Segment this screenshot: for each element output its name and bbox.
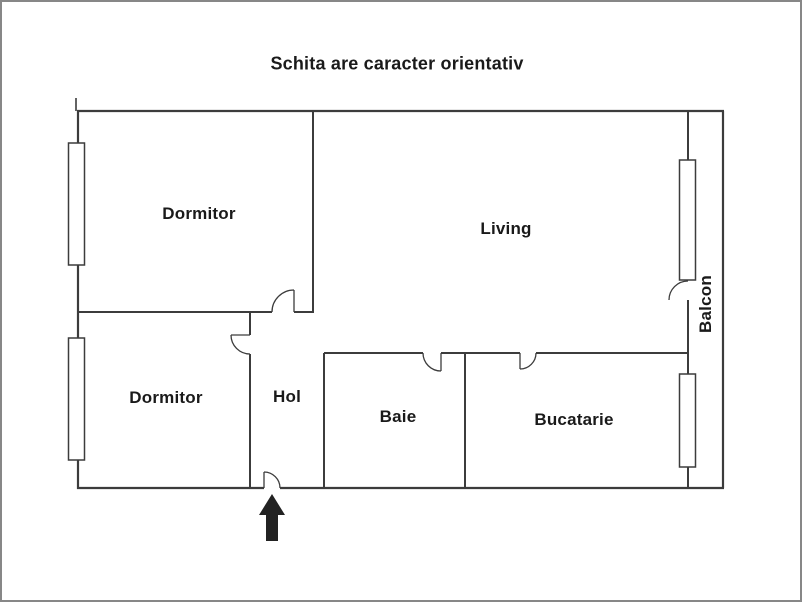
window-bucatarie: [678, 373, 697, 468]
room-label-hol: Hol: [273, 387, 301, 406]
page-title: Schita are caracter orientativ: [270, 53, 524, 74]
room-label-bucatarie: Bucatarie: [534, 410, 614, 429]
room-label-dormitor-bottom: Dormitor: [129, 388, 203, 407]
door-symbols: [230, 280, 689, 489]
room-label-living: Living: [480, 219, 532, 238]
interior-walls: [78, 111, 689, 488]
room-label-balcon: Balcon: [696, 275, 715, 333]
entrance-arrow-icon: [259, 494, 285, 541]
window-dormitor-bottom: [67, 337, 86, 461]
outer-walls: [75, 98, 725, 490]
room-label-dormitor-top: Dormitor: [162, 204, 236, 223]
door-dormitor-bottom: [230, 334, 251, 355]
door-balcon: [668, 280, 689, 301]
room-label-baie: Baie: [379, 407, 417, 426]
door-bucatarie: [519, 352, 537, 370]
window-dormitor-top: [67, 142, 86, 266]
door-dormitor-top: [271, 289, 295, 313]
window-living-balcon: [678, 159, 697, 281]
door-entrance: [263, 471, 281, 489]
door-baie: [422, 352, 442, 372]
window-symbols: [67, 142, 697, 468]
